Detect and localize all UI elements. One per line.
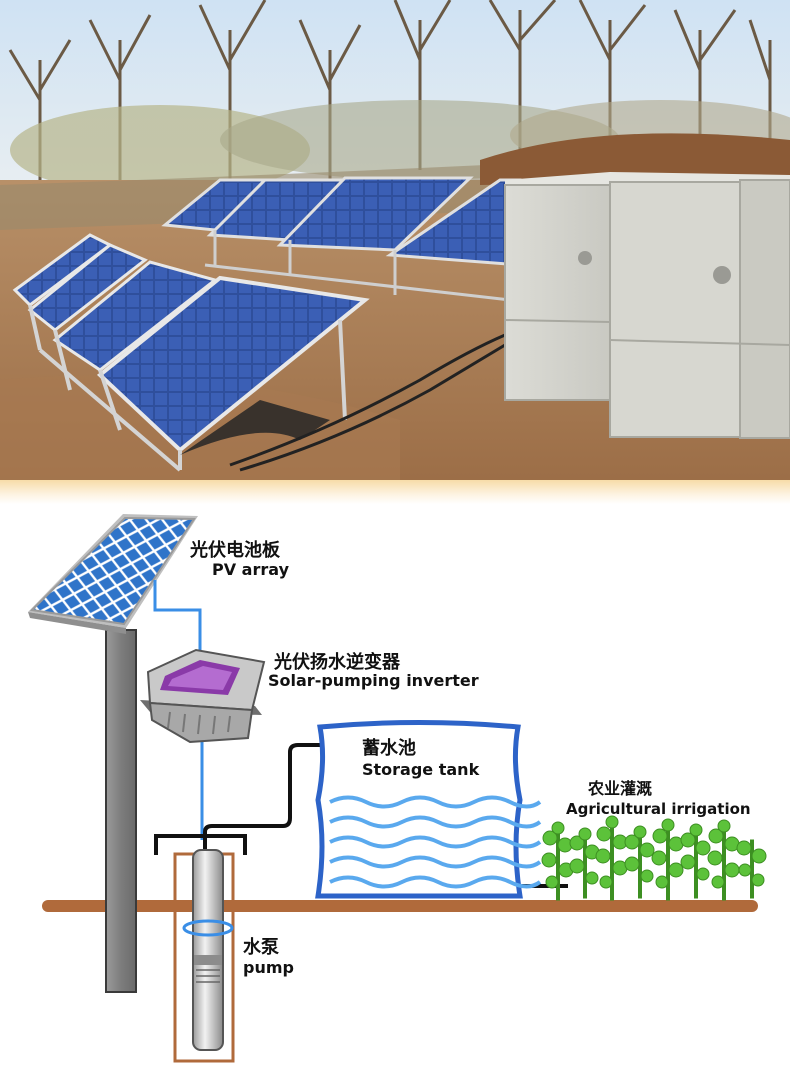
- water-waves: [329, 795, 542, 889]
- solar-pumping-inverter: [140, 648, 266, 744]
- inverter-label-zh: 光伏扬水逆变器: [273, 651, 401, 673]
- control-cabinet: [504, 172, 790, 439]
- support-pole: [105, 629, 137, 993]
- pv-array-label-en: PV array: [212, 560, 290, 579]
- system-diagram: 光伏电池板 PV array 光伏扬水逆变器 Solar-pumping inv…: [28, 514, 767, 1063]
- storage-tank-label-zh: 蓄水池: [362, 737, 416, 759]
- power-wire: [153, 580, 204, 840]
- irrigation-label-en: Agricultural irrigation: [566, 800, 751, 818]
- inverter-label-en: Solar-pumping inverter: [268, 671, 479, 690]
- pv-array-panel: [28, 514, 198, 634]
- submersible-pump: [182, 849, 234, 1051]
- storage-tank: [315, 720, 542, 899]
- installation-photo: [0, 0, 790, 480]
- pv-array-label-zh: 光伏电池板: [189, 539, 281, 561]
- irrigation-label-zh: 农业灌溉: [587, 779, 652, 798]
- pump-label-zh: 水泵: [243, 936, 279, 958]
- section-divider: [0, 480, 790, 504]
- pump-label-en: pump: [243, 958, 294, 977]
- storage-tank-label-en: Storage tank: [362, 760, 480, 779]
- irrigated-crops: [541, 815, 767, 901]
- cables: [229, 333, 506, 472]
- solar-panel-row-front: [12, 233, 370, 472]
